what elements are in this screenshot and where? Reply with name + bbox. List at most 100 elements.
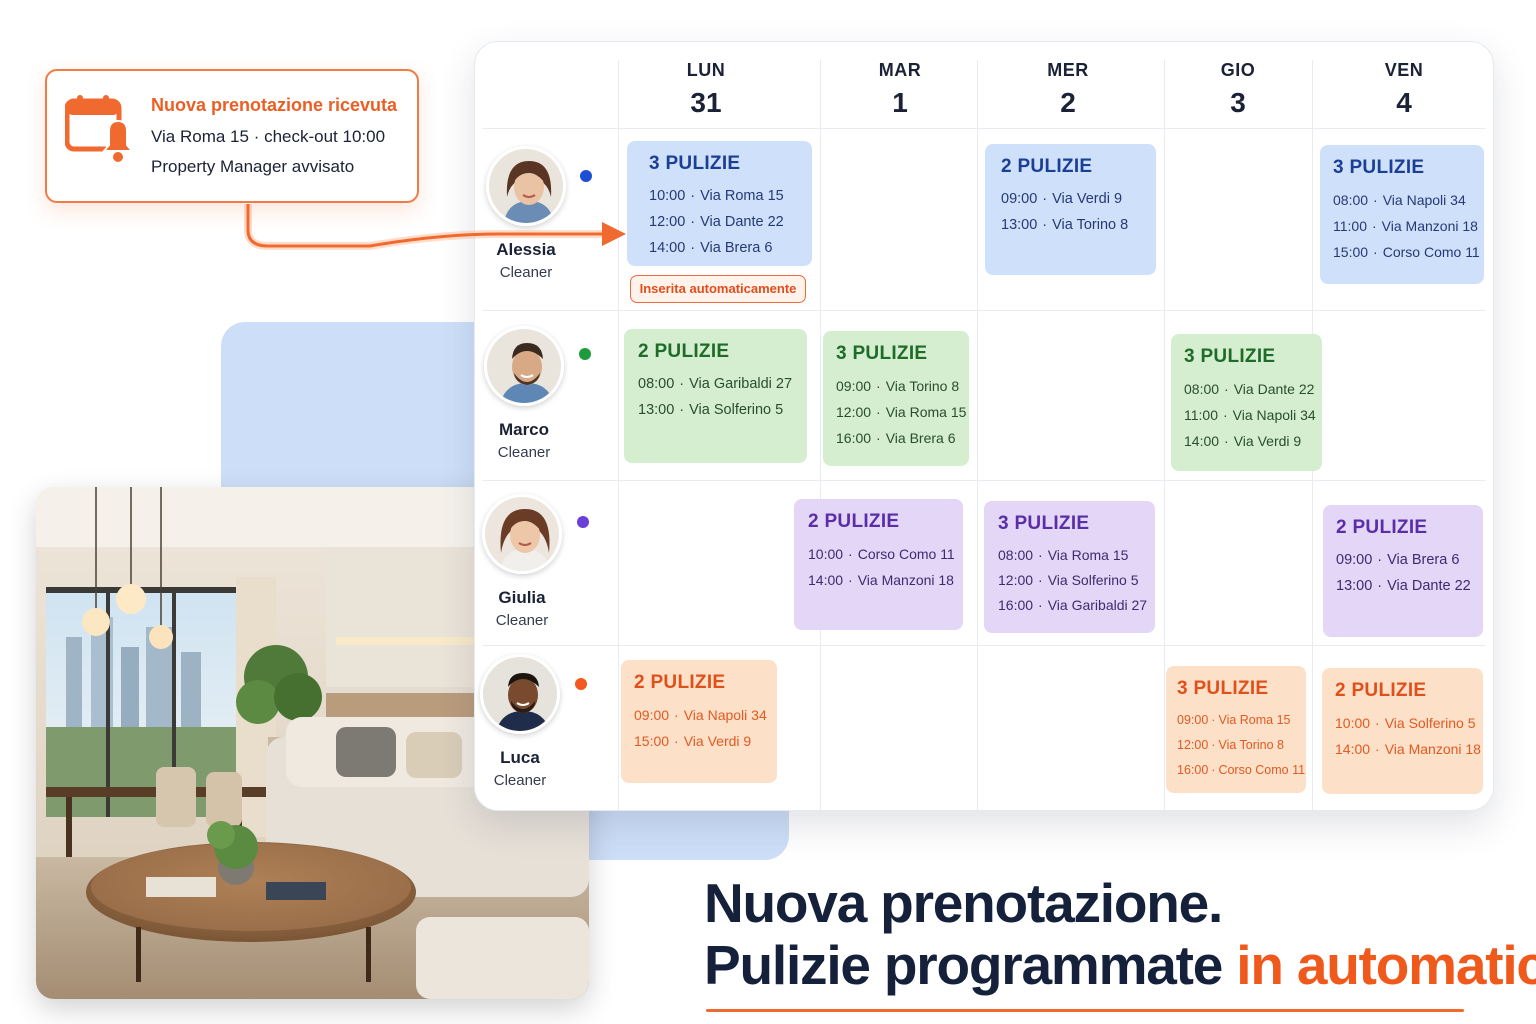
card-text: Via Solferino 5 [689, 402, 784, 418]
schedule-card-luca-gio[interactable]: 3 PULIZIE 09:00·Via Roma 15 12:00·Via To… [1166, 666, 1306, 793]
card-text: 08:00 [638, 376, 675, 392]
card-text: · [1224, 433, 1229, 449]
schedule-card-giulia-mer[interactable]: 3 PULIZIE 08:00·Via Roma 15 12:00·Via So… [984, 501, 1155, 633]
booking-notification[interactable]: Nuova prenotazione ricevuta Via Roma 15 … [45, 69, 419, 203]
card-text: 14:00 [1184, 433, 1220, 449]
card-text: 14:00 [649, 240, 686, 256]
card-text: 13:00 [1336, 578, 1373, 594]
day-name: MAR [878, 60, 922, 80]
connector-arrow [244, 204, 626, 250]
card-row: 14:00·Via Manzoni 18 [808, 567, 954, 593]
card-text: 08:00 [1184, 381, 1220, 397]
headline: Nuova prenotazione. Pulizie programmate … [704, 872, 1536, 996]
card-text: · [1375, 715, 1380, 731]
cleaner-alessia[interactable]: Alessia Cleaner [475, 146, 586, 281]
day-header-gio[interactable]: GIO 3 [1178, 60, 1298, 119]
schedule-card-alessia-ven[interactable]: 3 PULIZIE 08:00·Via Napoli 34 11:00·Via … [1320, 145, 1484, 284]
card-row: 15:00·Via Verdi 9 [634, 728, 765, 754]
card-title: 3 PULIZIE [1333, 157, 1425, 178]
schedule-card-marco-mar[interactable]: 3 PULIZIE 09:00·Via Torino 8 12:00·Via R… [823, 331, 969, 466]
status-dot-alessia [580, 170, 592, 182]
card-text: 09:00 [836, 378, 872, 394]
schedule-calendar: LUN 31 MAR 1 MER 2 GIO 3 VEN 4 Alessia C… [474, 41, 1494, 811]
card-text: · [1211, 713, 1216, 727]
avatar [482, 494, 562, 574]
card-text: Via Verdi 9 [683, 733, 752, 749]
day-header-mer[interactable]: MER 2 [1008, 60, 1128, 119]
card-row: 08:00·Via Garibaldi 27 [638, 371, 795, 397]
schedule-card-alessia-lun[interactable]: 3 PULIZIE 10:00·Via Roma 15 12:00·Via Da… [627, 141, 812, 266]
card-text: 12:00 [836, 404, 872, 420]
cleaner-giulia[interactable]: Giulia Cleaner [475, 494, 582, 629]
card-text: · [1372, 218, 1377, 234]
card-title: 3 PULIZIE [649, 153, 741, 174]
card-text: · [1038, 572, 1043, 588]
card-text: 10:00 [808, 546, 844, 562]
card-row: 13:00·Via Torino 8 [1001, 212, 1144, 238]
card-text: · [690, 188, 696, 204]
card-row: 14:00·Via Brera 6 [649, 235, 800, 261]
card-text: 16:00 [836, 430, 872, 446]
cleaner-role: Cleaner [497, 444, 551, 461]
schedule-card-alessia-mer[interactable]: 2 PULIZIE 09:00·Via Verdi 9 13:00·Via To… [985, 144, 1156, 275]
card-row: 09:00·Via Brera 6 [1336, 547, 1471, 573]
card-text: Via Torino 8 [1052, 217, 1129, 233]
card-title: 2 PULIZIE [1001, 156, 1093, 177]
schedule-card-marco-lun[interactable]: 2 PULIZIE 08:00·Via Garibaldi 27 13:00·V… [624, 329, 807, 463]
card-text: 16:00 [1177, 763, 1209, 777]
card-row: 16:00·Via Garibaldi 27 [998, 593, 1147, 618]
card-text: · [674, 733, 679, 749]
day-header-lun[interactable]: LUN 31 [646, 60, 766, 119]
card-text: 16:00 [998, 597, 1034, 613]
card-row: 08:00·Via Roma 15 [998, 543, 1143, 568]
card-row: 14:00·Via Manzoni 18 [1335, 736, 1481, 762]
calendar-bell-icon [65, 95, 133, 162]
card-text: · [1373, 192, 1378, 208]
schedule-card-giulia-ven[interactable]: 2 PULIZIE 09:00·Via Brera 6 13:00·Via Da… [1323, 505, 1483, 637]
card-text: Via Verdi 9 [1233, 433, 1302, 449]
card-row: 11:00·Via Manzoni 18 [1333, 213, 1478, 239]
card-text: 08:00 [998, 547, 1034, 563]
schedule-card-giulia-mar[interactable]: 2 PULIZIE 10:00·Corso Como 11 14:00·Via … [794, 499, 963, 630]
status-dot-giulia [577, 516, 589, 528]
schedule-card-luca-lun[interactable]: 2 PULIZIE 09:00·Via Napoli 34 15:00·Via … [621, 660, 777, 783]
card-text: Via Solferino 5 [1047, 572, 1139, 588]
cleaner-marco[interactable]: Marco Cleaner [475, 326, 584, 461]
card-text: · [1042, 191, 1048, 207]
day-name: MER [1047, 60, 1089, 80]
card-text: · [1223, 407, 1228, 423]
card-text: Via Manzoni 18 [1384, 741, 1481, 757]
card-row: 14:00·Via Verdi 9 [1184, 428, 1310, 454]
card-row: 16:00·Corso Como 11 [1177, 758, 1305, 783]
card-text: 11:00 [1184, 407, 1218, 423]
card-title: 2 PULIZIE [634, 672, 726, 693]
day-header-mar[interactable]: MAR 1 [840, 60, 960, 119]
card-text: · [1224, 381, 1229, 397]
headline-accent: in automatico. [1236, 934, 1536, 996]
card-text: · [1377, 552, 1383, 568]
card-row: 15:00·Corso Como 11 [1333, 239, 1480, 265]
day-header-ven[interactable]: VEN 4 [1344, 60, 1464, 119]
card-text: Corso Como 11 [1382, 244, 1480, 260]
day-date: 2 [1060, 87, 1076, 118]
schedule-card-marco-gio[interactable]: 3 PULIZIE 08:00·Via Dante 22 11:00·Via N… [1171, 334, 1322, 471]
card-text: 14:00 [1335, 741, 1371, 757]
notification-line-1: Via Roma 15 · check-out 10:00 [151, 127, 386, 146]
card-text: · [1042, 217, 1048, 233]
card-text: Via Roma 15 [885, 404, 967, 420]
day-name: GIO [1220, 60, 1256, 80]
card-text: 12:00 [649, 214, 686, 230]
avatar [484, 326, 564, 406]
card-row: 16:00·Via Brera 6 [836, 425, 957, 451]
schedule-card-luca-ven[interactable]: 2 PULIZIE 10:00·Via Solferino 5 14:00·Vi… [1322, 668, 1483, 794]
card-text: Via Manzoni 18 [857, 572, 954, 588]
cleaner-luca[interactable]: Luca Cleaner [475, 654, 580, 789]
card-text: Via Torino 8 [1218, 738, 1285, 752]
card-text: 14:00 [808, 572, 844, 588]
card-row: 09:00·Via Verdi 9 [1001, 186, 1144, 212]
status-dot-luca [575, 678, 587, 690]
card-row: 09:00·Via Roma 15 [1177, 708, 1294, 733]
card-text: · [1211, 738, 1216, 752]
card-row: 12:00·Via Solferino 5 [998, 568, 1143, 593]
auto-inserted-badge: Inserita automaticamente [630, 275, 806, 303]
